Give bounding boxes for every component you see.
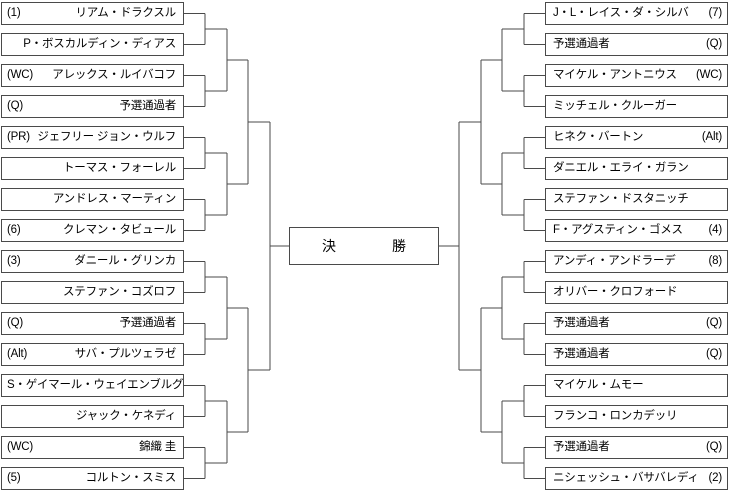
seed-label: (Q): [705, 37, 722, 50]
player-box-right-12: 予選通過者 (Q): [545, 343, 728, 366]
final-box: 決 勝: [289, 227, 439, 265]
player-box-right-11: 予選通過者 (Q): [545, 312, 728, 335]
player-name: マイケル・アントニウス: [553, 68, 677, 81]
player-name: アンドレス・マーティン: [52, 192, 176, 205]
player-box-left-5: (PR) ジェフリー ジョン・ウルフ: [1, 126, 184, 149]
player-box-left-10: ステファン・コズロフ: [1, 281, 184, 304]
player-name: トーマス・フォーレル: [63, 161, 176, 174]
player-name: ジェフリー ジョン・ウルフ: [37, 130, 176, 143]
player-name: リアム・ドラクスル: [75, 6, 176, 19]
player-box-left-2: P・ボスカルディン・ディアス: [1, 33, 184, 56]
seed-label: (6): [7, 223, 21, 236]
player-box-right-10: オリバー・クロフォード: [545, 281, 728, 304]
player-name: ダニエル・エライ・ガラン: [553, 161, 689, 174]
player-name: P・ボスカルディン・ディアス: [23, 37, 176, 50]
player-name: F・アグスティン・ゴメス: [553, 223, 683, 236]
player-box-right-2: 予選通過者 (Q): [545, 33, 728, 56]
player-name: 錦織 圭: [139, 440, 176, 453]
player-box-left-13: S・ゲイマール・ウェイエンブルグ: [1, 374, 184, 397]
player-name: 予選通過者: [119, 99, 177, 112]
player-name: 予選通過者: [553, 37, 610, 50]
player-box-left-14: ジャック・ケネディ: [1, 405, 184, 428]
seed-label: (Q): [7, 316, 24, 329]
player-name: ダニール・グリンカ: [74, 254, 176, 267]
player-box-left-16: (5) コルトン・スミス: [1, 467, 184, 490]
player-name: コルトン・スミス: [85, 471, 177, 484]
player-box-left-6: トーマス・フォーレル: [1, 157, 184, 180]
player-name: オリバー・クロフォード: [553, 285, 678, 298]
player-name: S・ゲイマール・ウェイエンブルグ: [7, 378, 184, 391]
seed-label: (WC): [7, 440, 34, 453]
seed-label: (1): [7, 6, 21, 19]
player-box-left-15: (WC) 錦織 圭: [1, 436, 184, 459]
seed-label: (2): [708, 471, 723, 484]
seed-label: (Alt): [7, 347, 28, 360]
player-box-left-7: アンドレス・マーティン: [1, 188, 184, 211]
final-label: 決 勝: [322, 238, 406, 254]
player-box-right-15: 予選通過者 (Q): [545, 436, 728, 459]
player-name: ヒネク・バートン: [553, 130, 644, 143]
player-name: サバ・プルツェラゼ: [74, 347, 176, 360]
player-box-left-11: (Q) 予選通過者: [1, 312, 184, 335]
player-box-right-16: ニシェッシュ・バサバレディ (2): [545, 467, 728, 490]
seed-label: (Q): [705, 440, 722, 453]
player-box-right-6: ダニエル・エライ・ガラン: [545, 157, 728, 180]
player-box-right-14: フランコ・ロンカデッリ: [545, 405, 728, 428]
player-name: ジャック・ケネディ: [75, 409, 176, 422]
seed-label: (7): [708, 6, 723, 19]
player-box-right-3: マイケル・アントニウス (WC): [545, 64, 728, 87]
player-name: フランコ・ロンカデッリ: [553, 409, 678, 422]
player-name: 予選通過者: [553, 347, 610, 360]
seed-label: (3): [7, 254, 21, 267]
player-box-right-5: ヒネク・バートン (Alt): [545, 126, 728, 149]
player-name: 予選通過者: [119, 316, 177, 329]
seed-label: (5): [7, 471, 21, 484]
player-name: ステファン・ドスタニッチ: [553, 192, 689, 205]
seed-label: (Q): [705, 347, 722, 360]
player-box-left-9: (3) ダニール・グリンカ: [1, 250, 184, 273]
player-name: J・L・レイス・ダ・シルバ: [553, 6, 689, 19]
player-box-right-7: ステファン・ドスタニッチ: [545, 188, 728, 211]
player-name: 予選通過者: [553, 316, 610, 329]
player-box-left-4: (Q) 予選通過者: [1, 95, 184, 118]
player-box-right-8: F・アグスティン・ゴメス (4): [545, 219, 728, 242]
seed-label: (WC): [7, 68, 34, 81]
player-name: 予選通過者: [553, 440, 610, 453]
player-box-right-9: アンディ・アンドラーデ (8): [545, 250, 728, 273]
player-box-left-1: (1) リアム・ドラクスル: [1, 2, 184, 25]
player-name: ステファン・コズロフ: [63, 285, 176, 298]
seed-label: (4): [708, 223, 723, 236]
seed-label: (8): [708, 254, 723, 267]
seed-label: (Q): [7, 99, 24, 112]
player-box-left-8: (6) クレマン・タビュール: [1, 219, 184, 242]
player-name: アレックス・ルイバコフ: [52, 68, 176, 81]
player-box-right-13: マイケル・ムモー: [545, 374, 728, 397]
player-box-left-3: (WC) アレックス・ルイバコフ: [1, 64, 184, 87]
seed-label: (PR): [7, 130, 30, 143]
seed-label: (Q): [705, 316, 722, 329]
player-name: ミッチェル・クルーガー: [553, 99, 677, 112]
player-box-right-4: ミッチェル・クルーガー: [545, 95, 728, 118]
player-name: クレマン・タビュール: [63, 223, 176, 236]
player-box-left-12: (Alt) サバ・プルツェラゼ: [1, 343, 184, 366]
player-name: マイケル・ムモー: [553, 378, 644, 391]
seed-label: (WC): [695, 68, 722, 81]
seed-label: (Alt): [701, 130, 722, 143]
player-box-right-1: J・L・レイス・ダ・シルバ (7): [545, 2, 728, 25]
player-name: アンディ・アンドラーデ: [553, 254, 676, 267]
player-name: ニシェッシュ・バサバレディ: [553, 471, 699, 484]
